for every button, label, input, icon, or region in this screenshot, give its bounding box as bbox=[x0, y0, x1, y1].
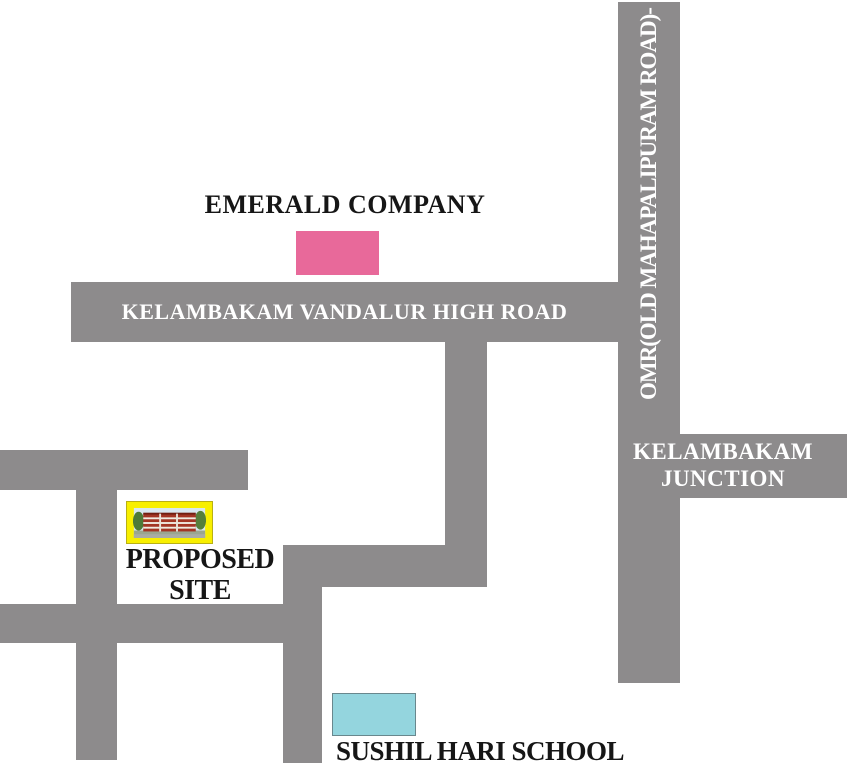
kelambakam-junction-label: KELAMBAKAM JUNCTION bbox=[598, 438, 847, 492]
road-bottom-left-horizontal bbox=[0, 604, 283, 643]
road-top-left-horizontal bbox=[0, 450, 248, 490]
high-road-label: KELAMBAKAM VANDALUR HIGH ROAD bbox=[121, 299, 568, 324]
junction-label-line1: KELAMBAKAM bbox=[632, 439, 814, 464]
road-middle-vertical bbox=[283, 545, 322, 763]
proposed-site-label-line1: PROPOSED bbox=[125, 544, 275, 575]
sushil-hari-school-marker bbox=[332, 693, 416, 736]
proposed-site-label: PROPOSED SITE bbox=[105, 544, 295, 606]
emerald-company-marker bbox=[296, 231, 379, 275]
road-kelambakam-junction-branch bbox=[680, 434, 847, 498]
proposed-site-label-line2: SITE bbox=[169, 575, 231, 606]
road-kelambakam-vandalur-high: KELAMBAKAM VANDALUR HIGH ROAD bbox=[71, 282, 618, 342]
road-descending-from-high-road bbox=[445, 341, 487, 587]
road-omr bbox=[618, 2, 680, 683]
junction-label-line2: JUNCTION bbox=[660, 466, 786, 491]
proposed-site-building-image bbox=[133, 507, 206, 538]
proposed-site-marker bbox=[126, 501, 213, 544]
emerald-company-label: EMERALD COMPANY bbox=[204, 190, 486, 219]
sushil-hari-school-label: SUSHIL HARI SCHOOL bbox=[335, 736, 625, 766]
